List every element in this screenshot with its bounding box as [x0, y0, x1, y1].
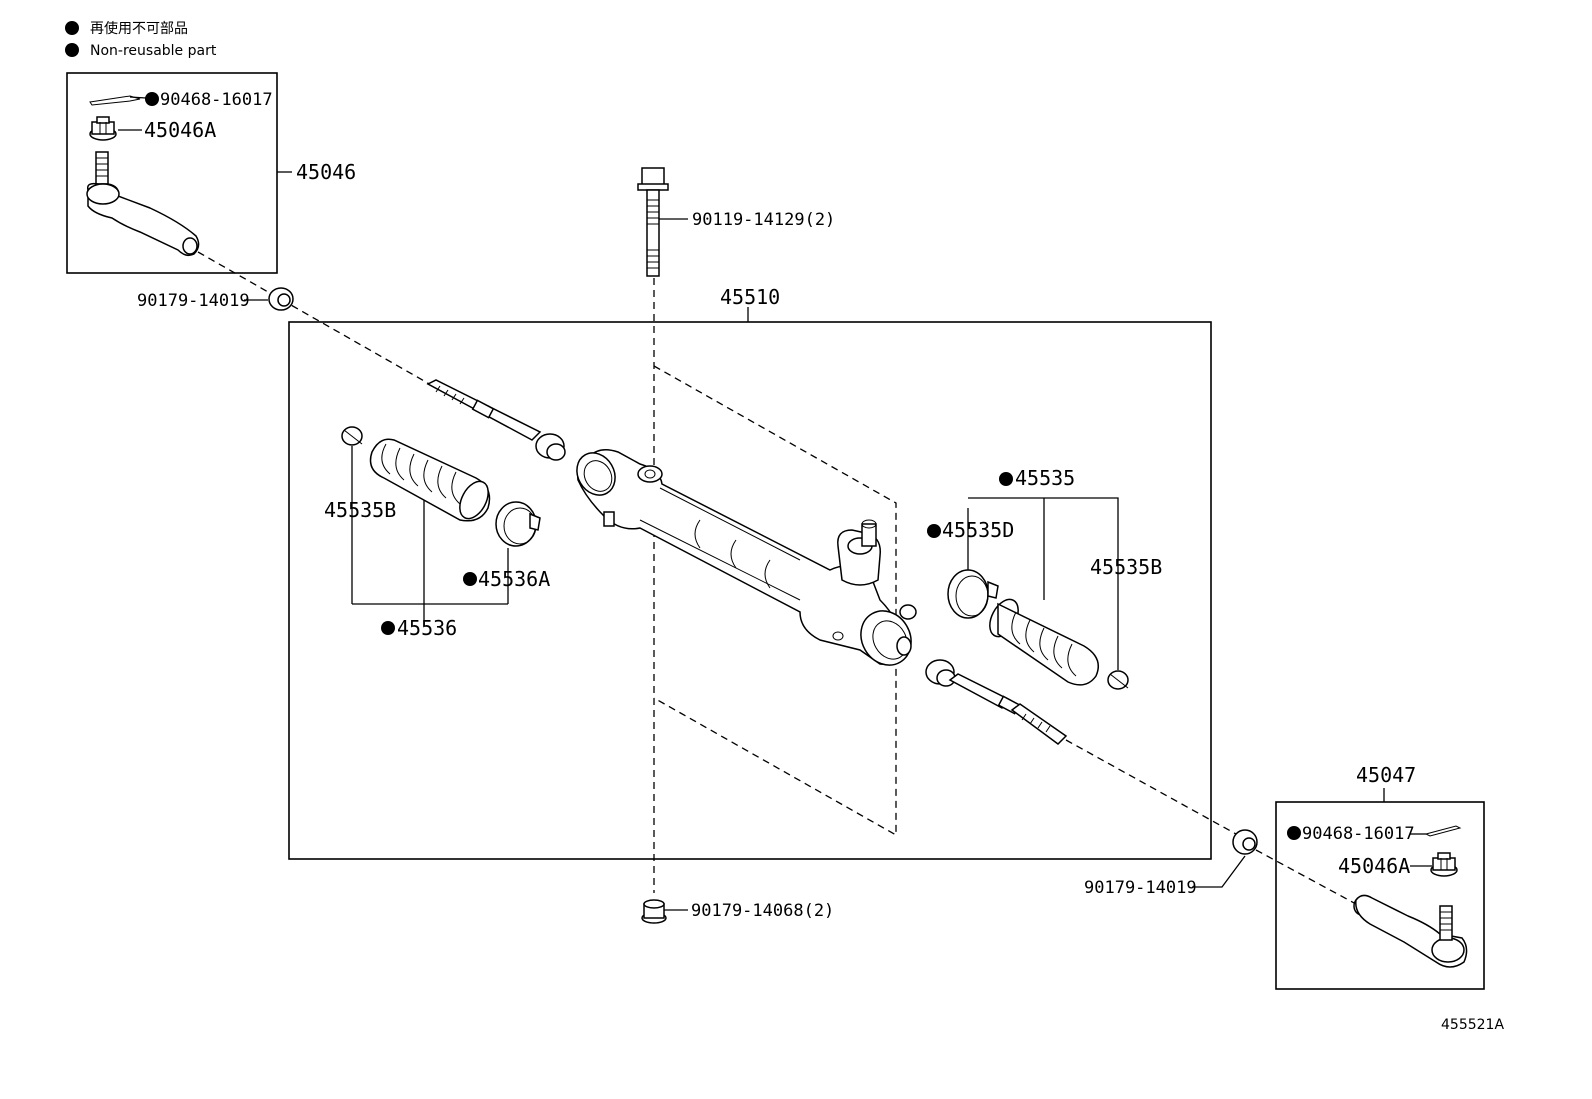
castle-nut-left-icon	[89, 116, 117, 141]
non-reusable-marker-icon	[65, 43, 79, 57]
non-reusable-marker-icon	[65, 21, 79, 35]
callout-boot-right: 45535	[1015, 466, 1075, 490]
callout-nut-left: 45046A	[144, 118, 216, 142]
axis-line-right	[1065, 739, 1237, 835]
lock-nut-left-icon	[268, 287, 294, 311]
band-left-icon	[495, 501, 541, 547]
non-reusable-marker-icon	[1287, 826, 1301, 840]
nut-bottom-icon	[641, 899, 667, 924]
rack-assy-group: 45510	[288, 285, 1237, 860]
rack-assy-box	[288, 321, 1212, 860]
callout-boot-right-band: 45535D	[942, 518, 1014, 542]
tie-rod-end-left-icon	[86, 151, 200, 257]
legend: 再使用不可部品 Non-reusable part	[65, 20, 217, 59]
callout-nut-bottom: 90179-14068(2)	[691, 901, 834, 921]
tie-rod-end-right-group: 45047 90468-16017 45046A	[1275, 763, 1485, 990]
non-reusable-marker-icon	[463, 572, 477, 586]
callout-rack-assy: 45510	[720, 285, 780, 309]
clamp-right-icon	[1107, 670, 1129, 690]
non-reusable-marker-icon	[927, 524, 941, 538]
legend-line-jp: 再使用不可部品	[90, 20, 188, 37]
castle-nut-right-icon	[1430, 852, 1458, 877]
band-right-icon	[947, 569, 999, 619]
axis-line-right-outer	[1255, 849, 1357, 905]
callout-nut-right: 45046A	[1338, 854, 1410, 878]
inner-tie-rod-left-icon	[426, 379, 566, 461]
boot-left-icon	[369, 438, 491, 522]
callout-boot-left-band: 45536A	[478, 567, 550, 591]
callout-cotter-pin-right: 90468-16017	[1302, 824, 1415, 844]
callout-cotter-pin-left: 90468-16017	[160, 90, 273, 110]
clamp-left-icon	[341, 426, 363, 446]
callout-tie-rod-end-right: 45047	[1356, 763, 1416, 787]
lock-nut-right-icon	[1232, 829, 1258, 855]
tie-rod-end-left-group: 90468-16017 45046A 45046	[66, 72, 356, 274]
tie-rod-end-right-icon	[1353, 894, 1468, 968]
callout-nut-end-right: 90179-14019	[1084, 878, 1197, 898]
callout-bolt: 90119-14129(2)	[692, 210, 835, 230]
callout-boot-left: 45536	[397, 616, 457, 640]
callout-boot-left-clamp: 45535B	[324, 498, 396, 522]
legend-line-en: Non-reusable part	[90, 43, 217, 59]
diagram-code: 455521A	[1441, 1017, 1504, 1033]
axis-line-left	[197, 251, 441, 391]
non-reusable-marker-icon	[145, 92, 159, 106]
callout-nut-end-left: 90179-14019	[137, 291, 250, 311]
cotter-pin-left-icon	[89, 95, 147, 106]
bolt-icon	[637, 167, 669, 277]
non-reusable-marker-icon	[999, 472, 1013, 486]
cotter-pin-right-icon	[1410, 825, 1462, 837]
inner-tie-rod-right-icon	[925, 659, 1068, 745]
callout-tie-rod-end-left: 45046	[296, 160, 356, 184]
rack-housing-icon	[576, 449, 917, 666]
tie-rod-end-right-box	[1275, 801, 1485, 990]
boot-right-icon	[989, 598, 1099, 686]
pinion-subframe	[653, 365, 897, 837]
tie-rod-end-left-box	[66, 72, 278, 274]
callout-boot-right-clamp: 45535B	[1090, 555, 1162, 579]
non-reusable-marker-icon	[381, 621, 395, 635]
